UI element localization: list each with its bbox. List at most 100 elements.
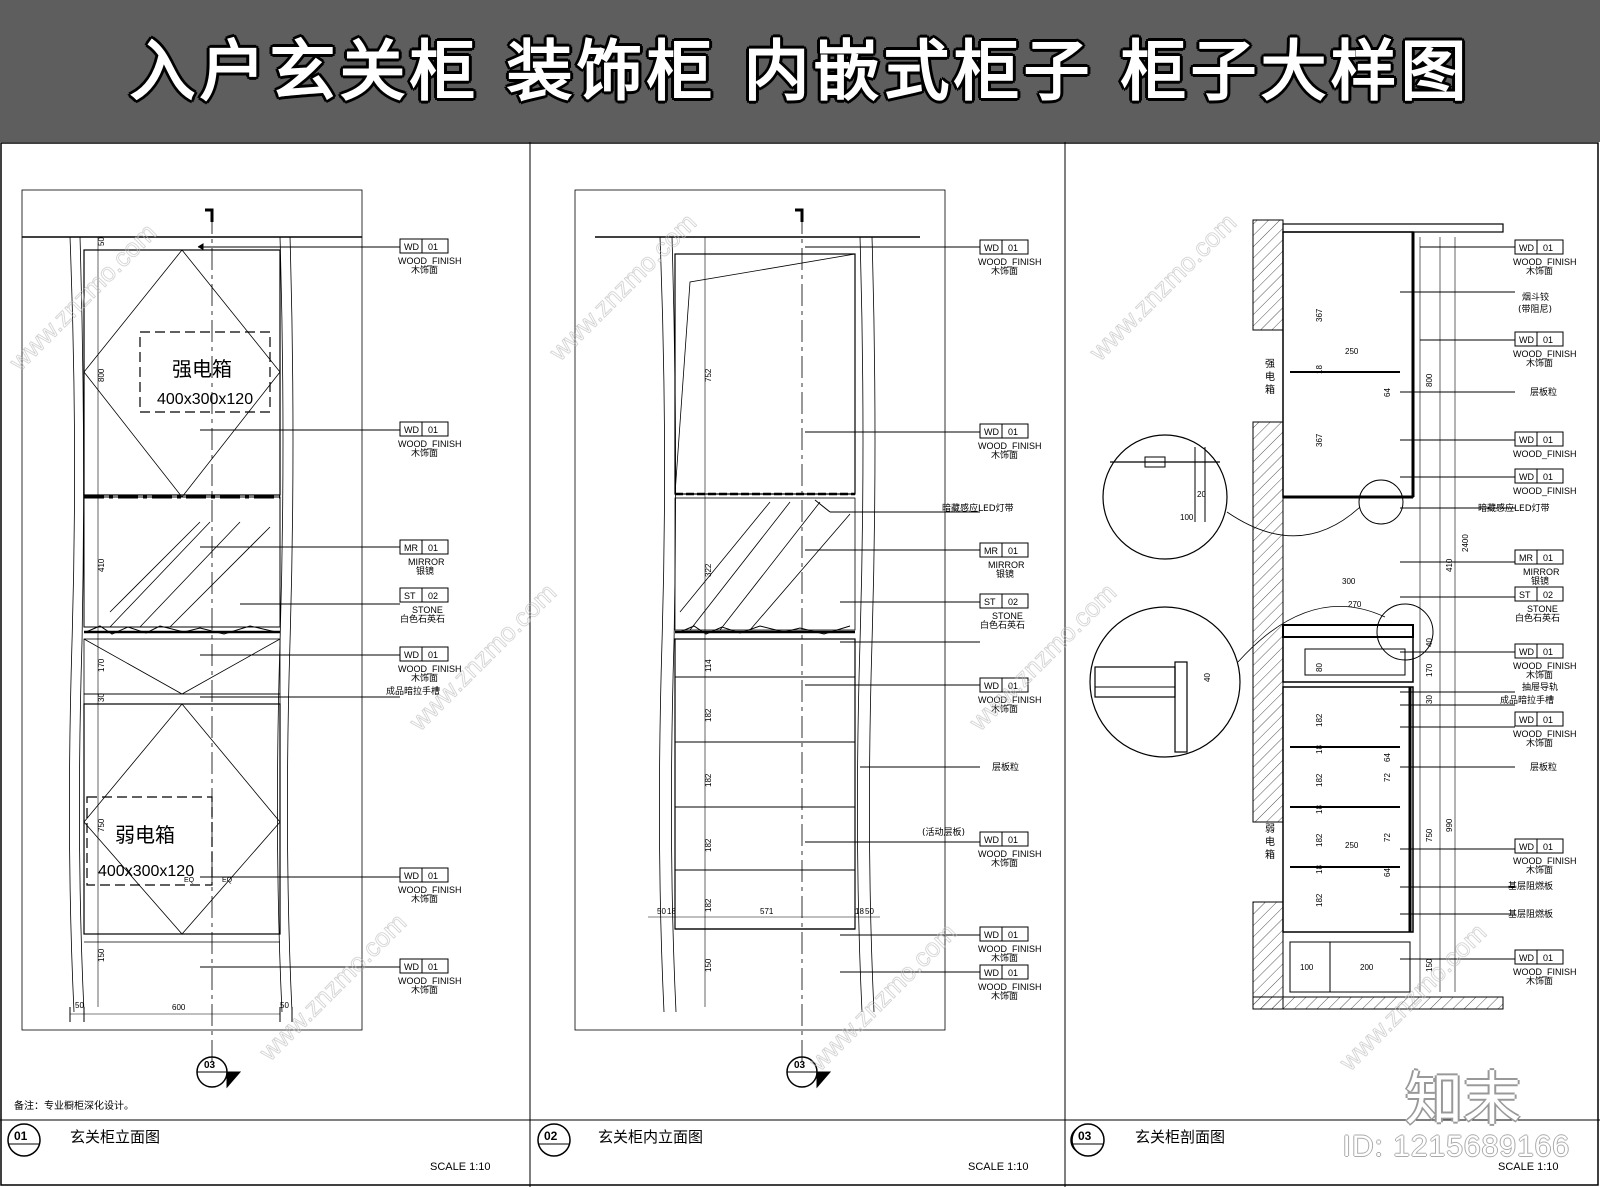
svg-text:WOOD_FINISH: WOOD_FINISH (398, 664, 462, 674)
svg-text:182: 182 (1315, 833, 1324, 847)
svg-text:300: 300 (1342, 577, 1356, 586)
svg-text:03: 03 (1078, 1129, 1092, 1143)
svg-text:02: 02 (544, 1129, 558, 1143)
svg-text:玄关柜立面图: 玄关柜立面图 (70, 1128, 160, 1146)
svg-text:410: 410 (1445, 558, 1454, 572)
svg-text:182: 182 (1315, 773, 1324, 787)
hinge-note: 烟斗铰 (1522, 291, 1549, 303)
handle-note: 成品暗拉手槽 (1500, 694, 1554, 706)
svg-text:WD: WD (984, 243, 999, 253)
svg-text:72: 72 (1383, 773, 1392, 782)
svg-text:250: 250 (1345, 841, 1359, 850)
svg-text:WOOD_FINISH: WOOD_FINISH (1513, 967, 1577, 977)
panel-1-title: 01 玄关柜立面图 SCALE 1:10 (7, 1123, 491, 1173)
svg-text:50: 50 (97, 237, 106, 246)
svg-text:64: 64 (1383, 753, 1392, 762)
svg-text:182: 182 (704, 708, 713, 722)
svg-text:170: 170 (97, 658, 106, 672)
svg-text:WD: WD (984, 930, 999, 940)
svg-text:182: 182 (704, 838, 713, 852)
svg-text:01: 01 (428, 543, 438, 553)
svg-text:WD: WD (1519, 335, 1534, 345)
svg-text:木饰面: 木饰面 (1526, 737, 1553, 749)
svg-text:www.znzmo.com: www.znzmo.com (1082, 207, 1242, 367)
svg-text:MR: MR (1519, 553, 1533, 563)
weak-box-label: 弱电箱 (115, 823, 175, 847)
svg-text:270: 270 (1348, 600, 1362, 609)
svg-text:800: 800 (1425, 373, 1434, 387)
shelf-pin-note: 层板粒 (1530, 761, 1557, 773)
title-banner: 入户玄关柜 装饰柜 内嵌式柜子 柜子大样图 (0, 0, 1600, 142)
svg-text:WOOD_FINISH: WOOD_FINISH (1513, 661, 1577, 671)
movable-shelf-note: (活动层板) (922, 826, 965, 838)
svg-text:MIRROR: MIRROR (988, 560, 1025, 570)
svg-text:EQ: EQ (222, 877, 233, 884)
svg-text:18: 18 (1315, 865, 1324, 874)
svg-text:木饰面: 木饰面 (411, 447, 438, 459)
svg-text:WD: WD (984, 835, 999, 845)
svg-text:150: 150 (704, 958, 713, 972)
svg-text:WD: WD (404, 650, 419, 660)
strong-box-label: 强电箱 (172, 357, 232, 381)
svg-text:800: 800 (97, 368, 106, 382)
svg-text:01: 01 (1543, 553, 1553, 563)
svg-text:367: 367 (1315, 433, 1324, 447)
svg-text:40: 40 (1425, 638, 1434, 647)
led-note: 暗藏感应LED灯带 (1478, 502, 1550, 514)
svg-text:990: 990 (1445, 818, 1454, 832)
fireproof-note: 基层阻燃板 (1508, 908, 1553, 920)
svg-text:www.znzmo.com: www.znzmo.com (802, 917, 962, 1077)
svg-text:银镜: 银镜 (1531, 575, 1549, 587)
svg-text:40: 40 (1203, 673, 1212, 682)
weak-box-size: 400x300x120 (98, 863, 194, 880)
svg-text:WD: WD (984, 427, 999, 437)
svg-text:01: 01 (14, 1129, 28, 1143)
svg-text:WOOD_FINISH: WOOD_FINISH (978, 441, 1042, 451)
svg-text:18: 18 (1315, 745, 1324, 754)
shelf-pin-note: 层板粒 (1530, 386, 1557, 398)
svg-text:木饰面: 木饰面 (411, 264, 438, 276)
svg-text:01: 01 (1008, 546, 1018, 556)
svg-text:WOOD_FINISH: WOOD_FINISH (978, 944, 1042, 954)
title-blocks: 01 玄关柜立面图 SCALE 1:10 02 玄关柜内立面图 SCALE 1:… (7, 1123, 1559, 1173)
svg-text:WD: WD (1519, 243, 1534, 253)
svg-text:01: 01 (1543, 435, 1553, 445)
svg-text:www.znzmo.com: www.znzmo.com (252, 907, 412, 1067)
svg-text:80: 80 (1315, 663, 1324, 672)
svg-text:WD: WD (1519, 435, 1534, 445)
watermark-id: ID: 1215689166 (1342, 1130, 1570, 1163)
svg-text:367: 367 (1315, 308, 1324, 322)
svg-text:50: 50 (75, 1001, 84, 1010)
svg-text:ST: ST (1519, 590, 1531, 600)
svg-text:01: 01 (428, 425, 438, 435)
svg-text:02: 02 (428, 591, 438, 601)
svg-text:玄关柜剖面图: 玄关柜剖面图 (1135, 1128, 1225, 1146)
shelf-pin-note: 层板粒 (992, 761, 1019, 773)
svg-text:750: 750 (1425, 828, 1434, 842)
svg-text:木饰面: 木饰面 (1526, 975, 1553, 987)
svg-text:木饰面: 木饰面 (1526, 265, 1553, 277)
svg-text:01: 01 (1543, 842, 1553, 852)
svg-text:MR: MR (984, 546, 998, 556)
svg-text:01: 01 (428, 962, 438, 972)
svg-text:WD: WD (1519, 647, 1534, 657)
svg-text:150: 150 (97, 948, 106, 962)
svg-text:01: 01 (428, 242, 438, 252)
svg-text:72: 72 (1383, 833, 1392, 842)
